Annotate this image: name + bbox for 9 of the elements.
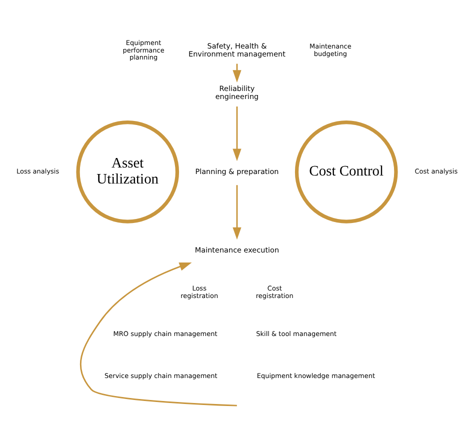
node-circle: Cost Control	[294, 120, 398, 224]
arrow	[80, 262, 237, 406]
arrow	[232, 106, 242, 162]
node-text: Safety, Health & Environment management	[188, 41, 286, 58]
arrow	[232, 185, 242, 240]
node-circle: Asset Utilization	[76, 120, 180, 224]
node-text: Planning & preparation	[195, 166, 279, 176]
node-text: Maintenance execution	[194, 245, 280, 254]
node-text: Reliability engineering	[215, 84, 259, 102]
